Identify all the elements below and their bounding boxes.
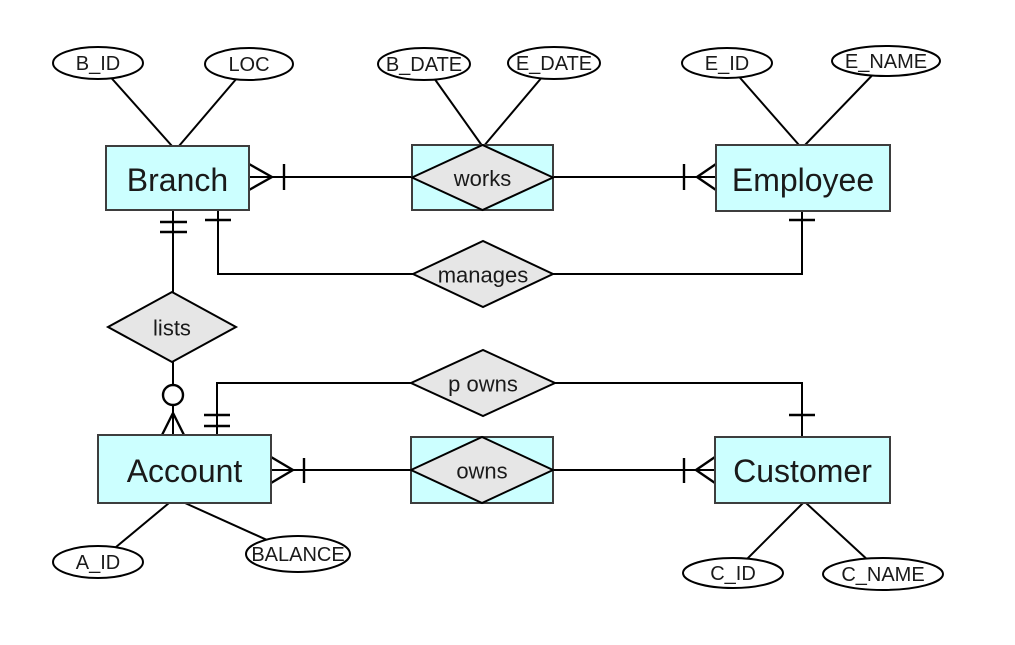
entity-customer-label: Customer bbox=[733, 453, 872, 489]
relationship-owns: owns bbox=[408, 435, 556, 505]
attribute-e-id-label: E_ID bbox=[705, 53, 749, 75]
connector-branch-works bbox=[248, 162, 412, 192]
connector-powns-customer bbox=[555, 382, 815, 437]
relationship-works: works bbox=[409, 143, 556, 212]
attribute-balance-ellipse bbox=[245, 535, 351, 573]
connector-branch-manages bbox=[205, 210, 413, 275]
connector-account-powns bbox=[204, 382, 411, 435]
entity-customer: Customer bbox=[714, 436, 891, 504]
attribute-e-name-label: E_NAME bbox=[845, 51, 927, 73]
entity-account-rect bbox=[97, 434, 272, 504]
entity-branch: Branch bbox=[105, 145, 250, 211]
entity-employee-rect bbox=[715, 144, 891, 212]
connector-line bbox=[555, 382, 803, 437]
connector-lists-account bbox=[160, 362, 186, 436]
connector-line bbox=[217, 210, 413, 275]
relationship-lists-diamond bbox=[105, 290, 239, 364]
relationship-manages-diamond bbox=[410, 239, 556, 309]
attribute-b-date-label: B_DATE bbox=[386, 54, 462, 76]
relationship-lists: lists bbox=[105, 290, 239, 364]
attribute-e-date-label: E_DATE bbox=[516, 53, 592, 75]
attribute-loc-ellipse bbox=[204, 47, 294, 81]
entity-employee: Employee bbox=[715, 144, 891, 212]
double-bar-marker bbox=[204, 413, 230, 428]
attribute-c-id-ellipse bbox=[682, 557, 784, 589]
crow-foot-many-marker bbox=[696, 163, 717, 191]
attribute-b-date: B_DATE bbox=[377, 47, 471, 81]
attribute-balance: BALANCE bbox=[245, 535, 351, 573]
relationship-works-label: works bbox=[453, 166, 511, 191]
relationship-powns-diamond bbox=[408, 348, 558, 418]
attribute-c-id-label: C_ID bbox=[710, 563, 756, 585]
attribute-e-date-ellipse bbox=[507, 46, 601, 80]
attribute-loc: LOC bbox=[204, 47, 294, 81]
attribute-c-name-ellipse bbox=[822, 557, 944, 591]
attribute-c-name: C_NAME bbox=[822, 557, 944, 591]
connector-branch-lists bbox=[160, 210, 187, 292]
attribute-b-id: B_ID bbox=[52, 46, 144, 80]
double-bar-marker bbox=[160, 220, 187, 234]
attribute-e-name-ellipse bbox=[831, 45, 941, 77]
entity-branch-label: Branch bbox=[127, 162, 228, 198]
entity-account: Account bbox=[97, 434, 272, 504]
connector-line bbox=[553, 211, 803, 275]
relationship-powns-label: p owns bbox=[448, 372, 518, 397]
crow-foot-many-marker bbox=[248, 162, 273, 192]
attribute-c-name-label: C_NAME bbox=[841, 564, 924, 586]
attribute-loc-label: LOC bbox=[228, 54, 269, 76]
crow-foot-many-marker bbox=[695, 456, 716, 484]
relationship-manages: manages bbox=[410, 239, 556, 309]
connector-line bbox=[216, 382, 411, 435]
crow-foot-many-marker bbox=[160, 412, 186, 436]
entity-account-label: Account bbox=[127, 453, 243, 489]
zero-circle-marker bbox=[161, 383, 185, 407]
attribute-a-id-label: A_ID bbox=[76, 552, 120, 574]
attribute-balance-label: BALANCE bbox=[251, 544, 344, 566]
connector-manages-employee bbox=[553, 211, 815, 275]
attribute-b-id-label: B_ID bbox=[76, 53, 120, 75]
attribute-b-id-ellipse bbox=[52, 46, 144, 80]
relationship-owns-label: owns bbox=[456, 459, 507, 484]
connector-account-owns bbox=[270, 455, 411, 485]
attribute-a-id: A_ID bbox=[52, 545, 144, 579]
attribute-e-name: E_NAME bbox=[831, 45, 941, 77]
relationship-owns-diamond bbox=[408, 435, 556, 505]
entity-employee-label: Employee bbox=[732, 162, 874, 198]
relationship-manages-label: manages bbox=[438, 263, 529, 288]
crow-foot-many-marker bbox=[270, 455, 294, 485]
attribute-b-date-ellipse bbox=[377, 47, 471, 81]
attribute-e-date: E_DATE bbox=[507, 46, 601, 80]
connector-owns-customer bbox=[553, 456, 716, 484]
relationship-powns: p owns bbox=[408, 348, 558, 418]
relationship-works-diamond bbox=[409, 143, 556, 212]
attribute-e-id: E_ID bbox=[681, 47, 773, 79]
entity-customer-rect bbox=[714, 436, 891, 504]
relationship-lists-label: lists bbox=[153, 316, 191, 341]
attribute-e-id-ellipse bbox=[681, 47, 773, 79]
entity-branch-rect bbox=[105, 145, 250, 211]
attribute-c-id: C_ID bbox=[682, 557, 784, 589]
connector-works-employee bbox=[553, 163, 717, 191]
attribute-a-id-ellipse bbox=[52, 545, 144, 579]
